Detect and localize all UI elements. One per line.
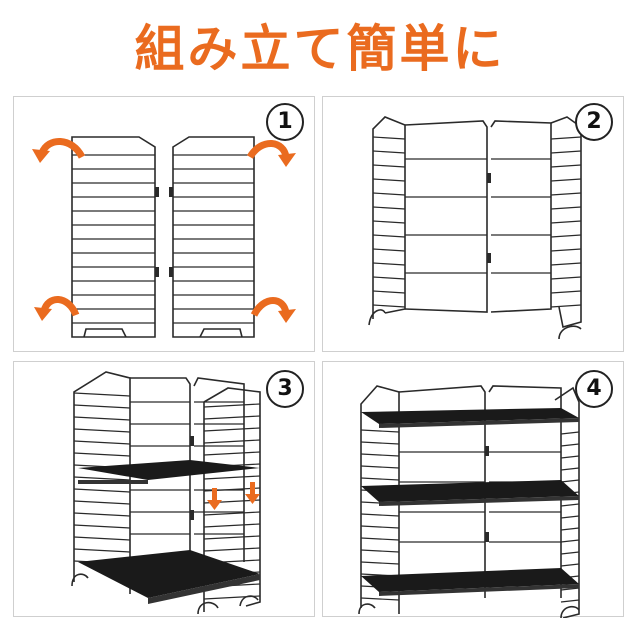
step-4-panel: 4 bbox=[322, 361, 624, 618]
unfolded-rack-illustration bbox=[32, 136, 296, 338]
step-number-badge: 2 bbox=[575, 103, 613, 141]
step-1-panel: 1 bbox=[13, 96, 315, 352]
step-number-badge: 1 bbox=[266, 103, 304, 141]
assembled-rack-illustration bbox=[358, 385, 580, 618]
down-arrow-icon bbox=[207, 488, 222, 510]
step-3-panel: 3 bbox=[13, 361, 315, 617]
rotate-arrow-icon bbox=[34, 296, 80, 321]
step-number-badge: 3 bbox=[266, 370, 304, 408]
step-2-panel: 2 bbox=[322, 96, 624, 352]
rotate-arrow-icon bbox=[250, 297, 296, 323]
step-number-badge: 4 bbox=[575, 370, 613, 408]
rotate-arrow-icon bbox=[247, 140, 296, 167]
shelf-insertion-illustration bbox=[71, 371, 261, 615]
down-arrow-icon bbox=[245, 482, 260, 504]
folded-frame-illustration bbox=[368, 116, 582, 340]
page-title: 組み立て簡単に bbox=[134, 20, 506, 78]
rotate-arrow-icon bbox=[32, 138, 86, 163]
